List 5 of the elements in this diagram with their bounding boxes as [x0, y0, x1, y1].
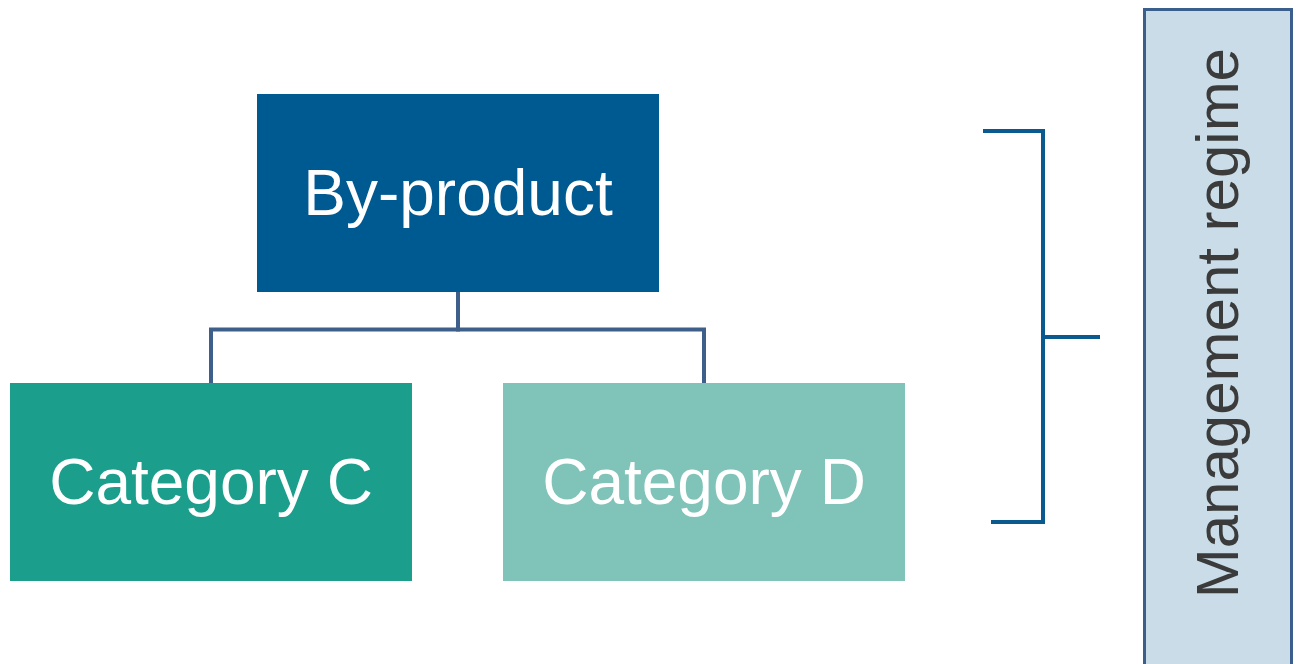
category-box	[257, 94, 659, 292]
category-box	[503, 383, 905, 581]
label-panel	[1143, 8, 1293, 664]
box-label: Management regime	[1188, 47, 1248, 599]
category-box	[10, 383, 412, 581]
